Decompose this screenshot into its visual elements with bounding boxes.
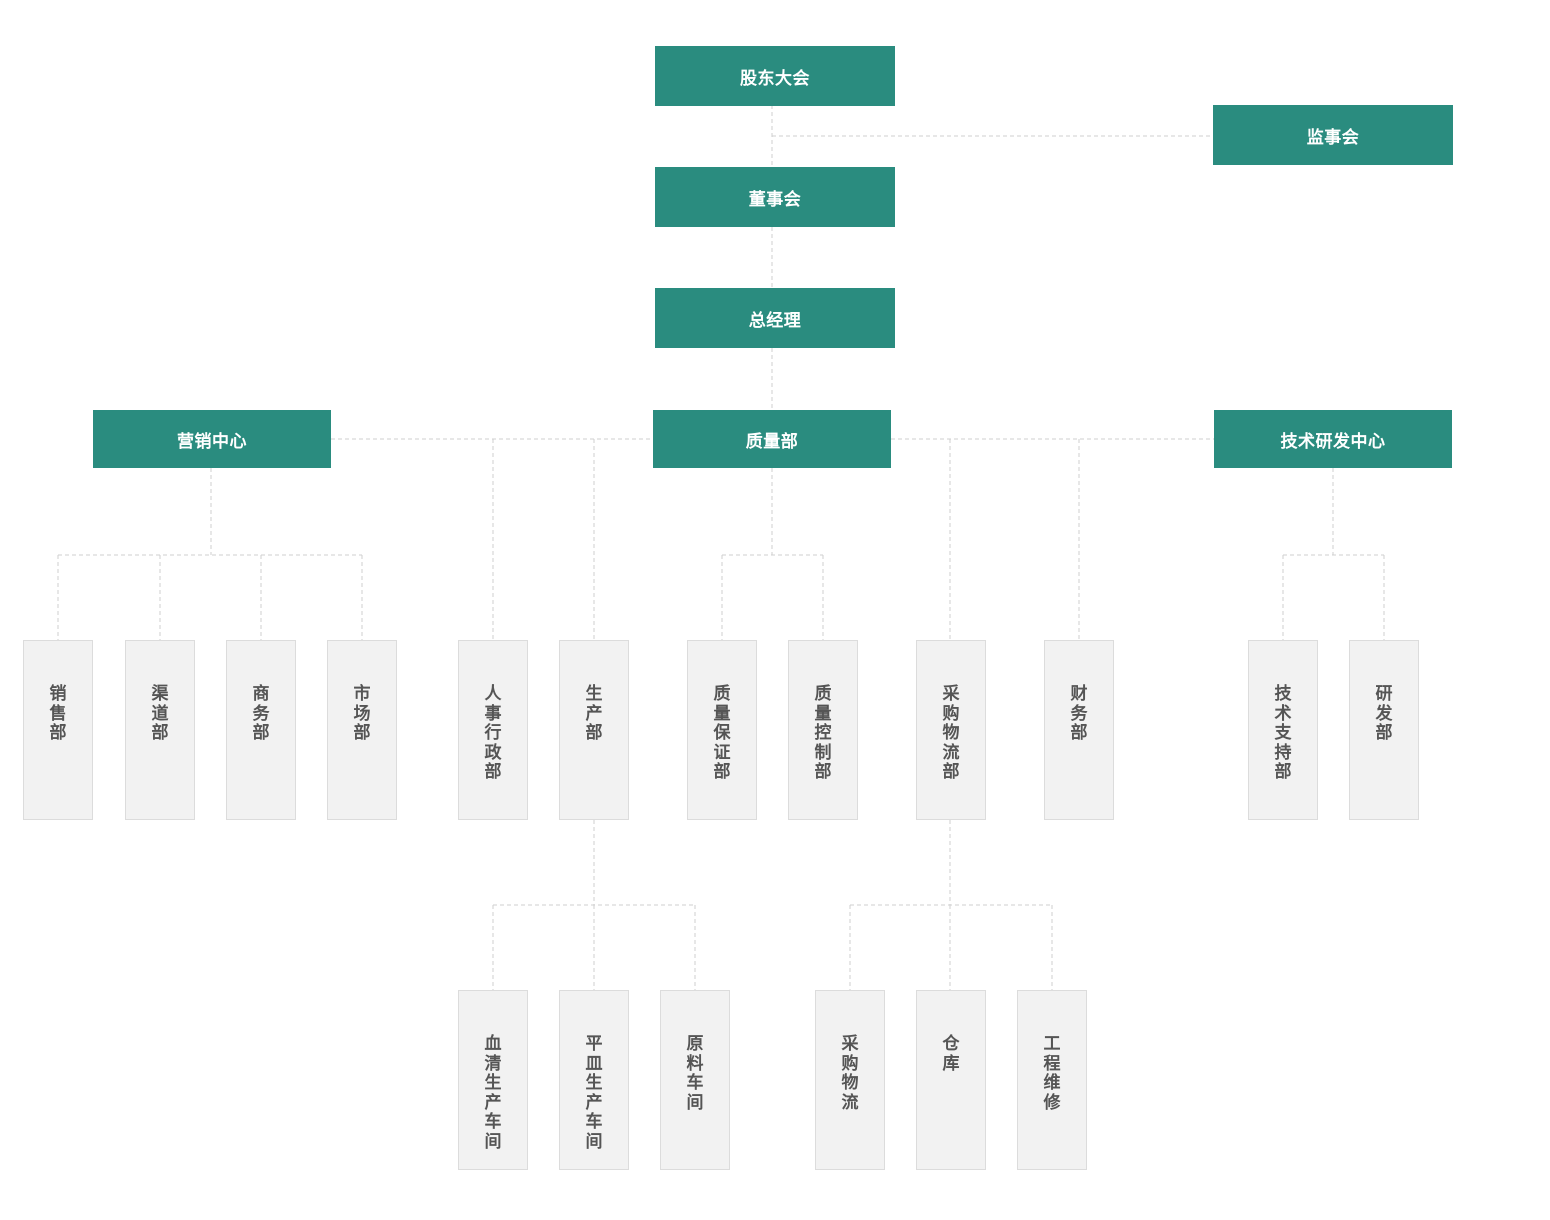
node-supervisors: 监事会 [1213, 105, 1453, 165]
node-marketing-center: 营销中心 [93, 410, 331, 468]
node-purchasing: 采购物流 [815, 990, 885, 1170]
node-label: 技术支持部 [1274, 684, 1292, 782]
node-label: 采购物流 [841, 1034, 859, 1113]
node-serum-workshop: 血清生产车间 [458, 990, 528, 1170]
node-label: 总经理 [748, 310, 802, 331]
node-label: 质量控制部 [814, 684, 832, 782]
node-label: 平皿生产车间 [585, 1034, 603, 1152]
node-label: 工程维修 [1043, 1034, 1061, 1113]
node-label: 人事行政部 [484, 684, 502, 782]
node-board: 董事会 [655, 167, 895, 227]
node-sales: 销售部 [23, 640, 93, 820]
node-channel: 渠道部 [125, 640, 195, 820]
node-label: 生产部 [585, 684, 603, 743]
node-market: 市场部 [327, 640, 397, 820]
node-procurement: 采购物流部 [916, 640, 986, 820]
node-label: 血清生产车间 [484, 1034, 502, 1152]
node-label: 商务部 [252, 684, 270, 743]
node-label: 销售部 [49, 684, 67, 743]
node-general-manager: 总经理 [655, 288, 895, 348]
node-label: 市场部 [353, 684, 371, 743]
node-finance: 财务部 [1044, 640, 1114, 820]
node-plate-workshop: 平皿生产车间 [559, 990, 629, 1170]
node-label: 质量保证部 [713, 684, 731, 782]
node-shareholders: 股东大会 [655, 46, 895, 106]
node-label: 营销中心 [177, 431, 247, 452]
node-label: 质量部 [745, 431, 799, 452]
node-rnd-center: 技术研发中心 [1214, 410, 1452, 468]
node-label: 监事会 [1306, 127, 1360, 148]
node-label: 技术研发中心 [1280, 431, 1386, 452]
node-label: 采购物流部 [942, 684, 960, 782]
node-tech-support: 技术支持部 [1248, 640, 1318, 820]
node-hr-admin: 人事行政部 [458, 640, 528, 820]
node-qa: 质量保证部 [687, 640, 757, 820]
node-engineering: 工程维修 [1017, 990, 1087, 1170]
node-label: 财务部 [1070, 684, 1088, 743]
node-rnd: 研发部 [1349, 640, 1419, 820]
node-label: 董事会 [748, 189, 802, 210]
node-business: 商务部 [226, 640, 296, 820]
node-label: 仓库 [942, 1034, 960, 1074]
node-qc: 质量控制部 [788, 640, 858, 820]
node-label: 股东大会 [740, 68, 810, 89]
node-label: 渠道部 [151, 684, 169, 743]
node-material-workshop: 原料车间 [660, 990, 730, 1170]
node-production: 生产部 [559, 640, 629, 820]
node-label: 原料车间 [686, 1034, 704, 1113]
node-warehouse: 仓库 [916, 990, 986, 1170]
node-label: 研发部 [1375, 684, 1393, 743]
node-quality-dept: 质量部 [653, 410, 891, 468]
